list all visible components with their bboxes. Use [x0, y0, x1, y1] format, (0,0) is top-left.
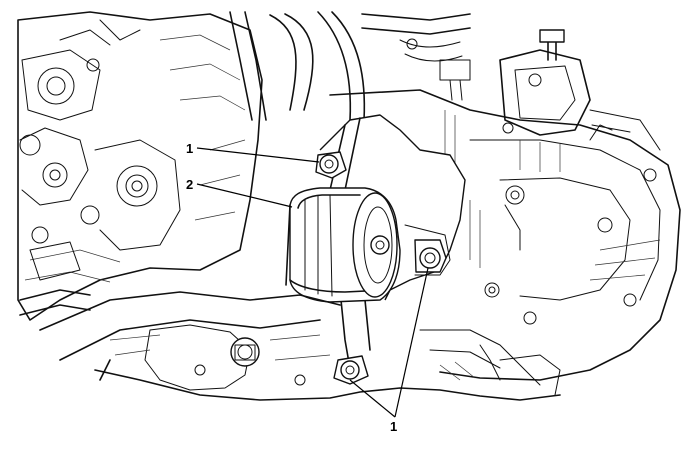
lower-housing: [39, 291, 561, 401]
engine-block-left: [17, 11, 263, 321]
transmission-mount: [285, 187, 401, 303]
callout-label-1-bottom: 1: [390, 419, 397, 434]
callout-line-2: [196, 183, 293, 208]
callout-label-1-top: 1: [186, 141, 193, 156]
callout-line-1-bottom-b: [349, 379, 396, 418]
callout-labels: 1 2 1: [186, 141, 397, 434]
upper-hoses: [229, 11, 471, 121]
transmission-case: [329, 89, 681, 381]
callout-line-1-bottom-a: [394, 267, 429, 418]
upper-right-components: [499, 29, 661, 151]
callout-label-2: 2: [186, 177, 193, 192]
axle-left: [19, 241, 91, 316]
callout-lines: [196, 147, 429, 418]
callout-line-1-top: [196, 147, 320, 163]
